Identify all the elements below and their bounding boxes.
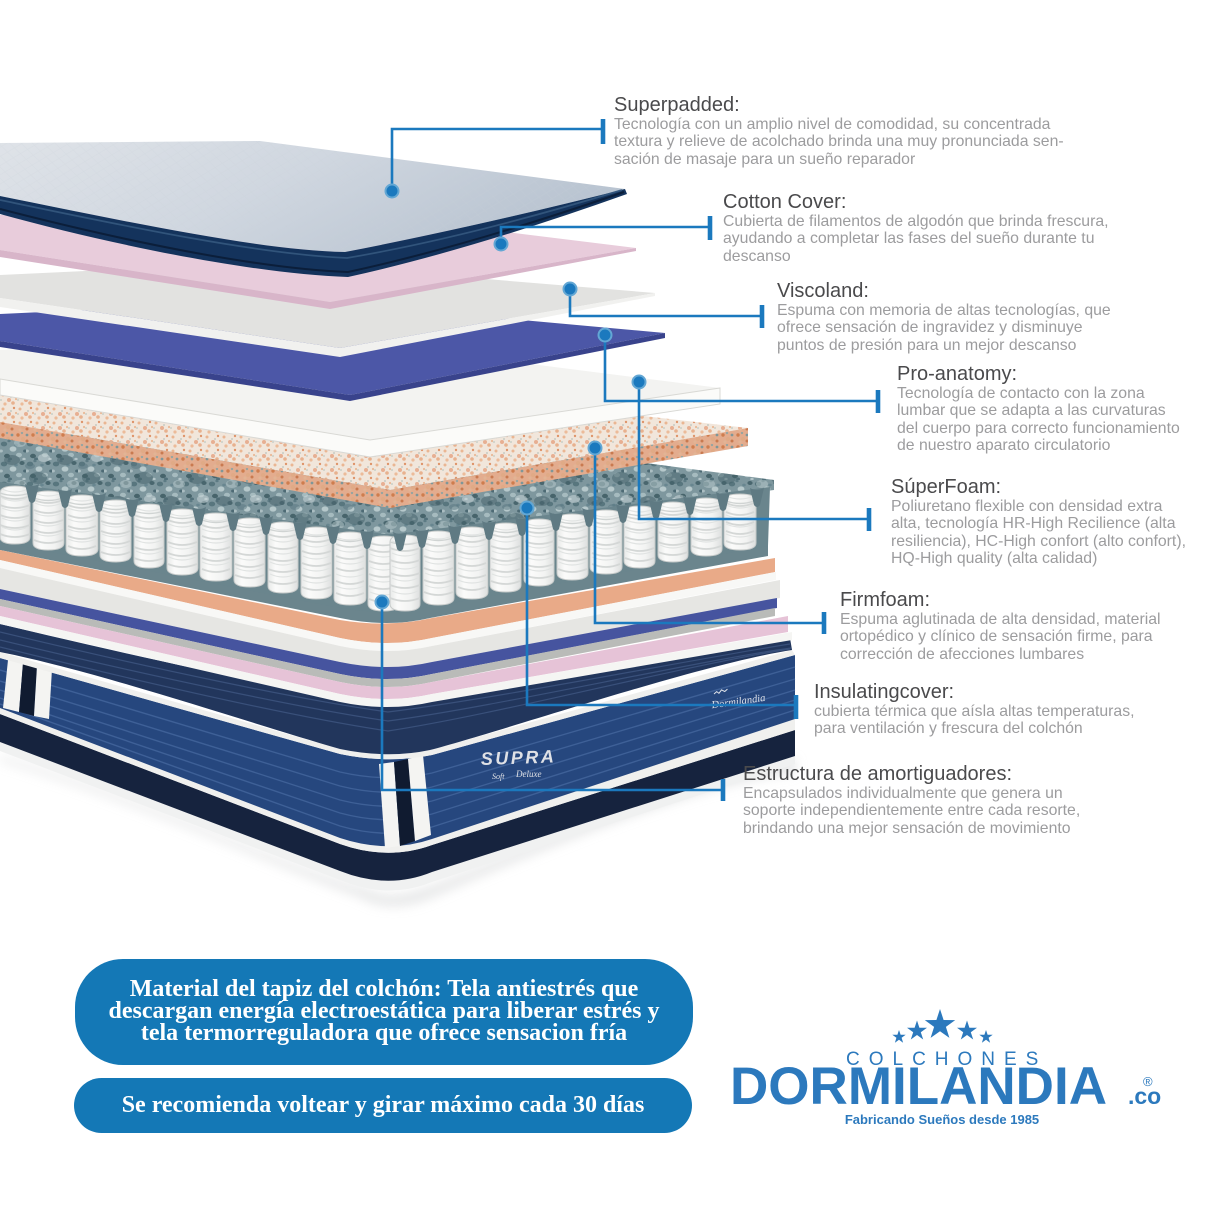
svg-text:®: ® bbox=[1143, 1074, 1153, 1089]
svg-text:Soft: Soft bbox=[492, 772, 505, 781]
svg-text:SUPRA: SUPRA bbox=[480, 746, 556, 769]
svg-text:DORMILANDIA: DORMILANDIA bbox=[730, 1057, 1107, 1116]
svg-text:Deluxe: Deluxe bbox=[515, 769, 541, 779]
svg-text:Fabricando Sueños desde 1985: Fabricando Sueños desde 1985 bbox=[845, 1112, 1039, 1127]
svg-text:.co: .co bbox=[1128, 1083, 1161, 1109]
svg-text:COLCHONES: COLCHONES bbox=[846, 1049, 1047, 1070]
